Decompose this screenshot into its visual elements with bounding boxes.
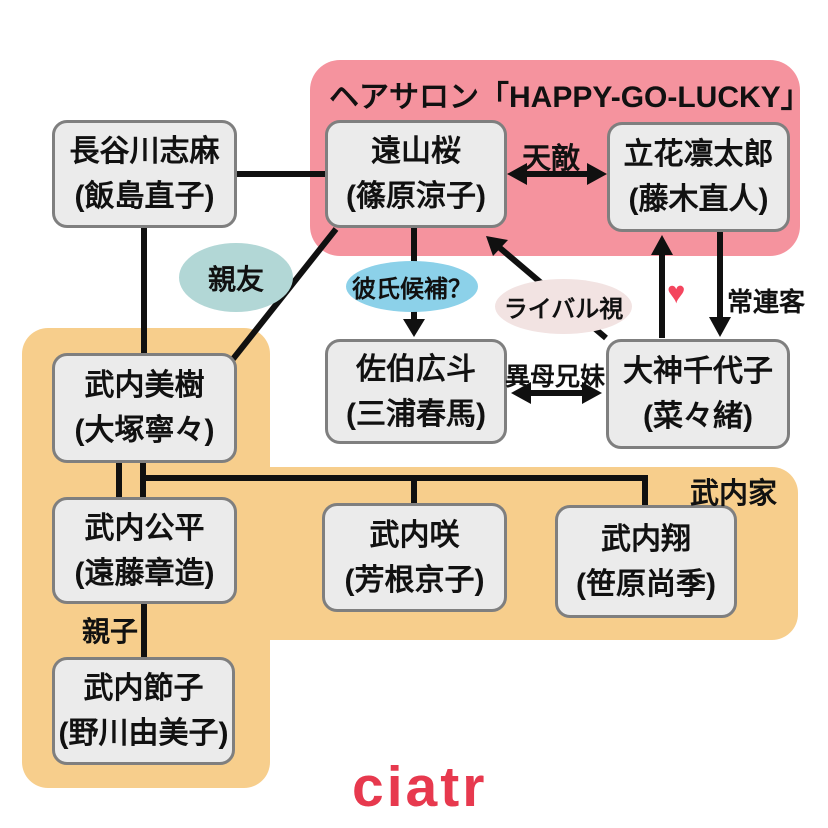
character-name: 大神千代子 (623, 355, 773, 388)
character-name: 長谷川志麻 (69, 135, 220, 168)
relation-ellipse-boyfriend-candidate: 彼氏候補？ (346, 261, 478, 312)
actor-name: (菜々緒) (643, 400, 753, 433)
character-box-miki: 武内美樹 (大塚寧々) (52, 353, 237, 463)
arrow-ibo-head-left (511, 382, 531, 404)
arrow-ogami-toyama-head (486, 236, 508, 256)
character-name: 武内翔 (601, 522, 691, 556)
takeuchi-family-label: 武内家 (690, 478, 778, 510)
character-name: 武内節子 (83, 672, 204, 705)
relation-label-parent-child: 親子 (82, 616, 139, 647)
character-box-saki: 武内咲 (芳根京子) (322, 503, 507, 612)
character-box-saeki: 佐伯広斗 (三浦春馬) (325, 339, 507, 444)
relation-label-bestfriends: 親友 (207, 263, 264, 295)
salon-group-title: ヘアサロン「HAPPY-GO-LUCKY」 (329, 81, 811, 114)
actor-name: (三浦春馬) (346, 397, 486, 431)
arrow-ibo-head-right (582, 382, 602, 404)
actor-name: (野川由美子) (58, 717, 229, 750)
actor-name: (芳根京子) (344, 563, 485, 597)
character-box-hasegawa: 長谷川志麻 (飯島直子) (52, 120, 237, 228)
ciatr-logo: ciatr (352, 755, 488, 819)
character-name: 佐伯広斗 (356, 352, 476, 386)
relation-label-boyfriend-candidate: 彼氏候補？ (352, 276, 472, 303)
actor-name: (篠原涼子) (346, 180, 486, 213)
character-name: 武内公平 (84, 511, 205, 545)
arrow-toyama-saeki-head (403, 319, 425, 337)
heart-icon: ♥ (667, 275, 686, 310)
actor-name: (大塚寧々) (74, 414, 215, 447)
arrow-tachibana-ogami-head (709, 317, 731, 337)
relation-label-rival: ライバル視 (503, 296, 624, 323)
character-box-toyama: 遠山桜 (篠原涼子) (325, 120, 507, 228)
character-box-tachibana: 立花凛太郎 (藤木直人) (607, 122, 790, 232)
arrow-tenteki-head-right (587, 163, 607, 185)
relation-ellipse-rival: ライバル視 (495, 279, 632, 334)
character-box-kohei: 武内公平 (遠藤章造) (52, 497, 237, 604)
character-name: 遠山桜 (371, 135, 461, 168)
arrow-tenteki-head-left (507, 163, 527, 185)
relation-label-regular-customer: 常連客 (727, 287, 806, 317)
relation-label-half-siblings: 異母兄妹 (504, 363, 605, 391)
character-name: 武内美樹 (84, 369, 205, 402)
actor-name: (遠藤章造) (74, 556, 215, 590)
character-box-ogami: 大神千代子 (菜々緒) (606, 339, 790, 449)
relation-ellipse-bestfriends: 親友 (179, 243, 293, 312)
actor-name: (飯島直子) (74, 180, 215, 213)
character-box-sho: 武内翔 (笹原尚季) (555, 505, 737, 618)
actor-name: (藤木直人) (628, 183, 769, 216)
relation-label-tenteki: 天敵 (521, 143, 580, 175)
actor-name: (笹原尚季) (576, 567, 716, 601)
character-name: 武内咲 (369, 518, 460, 552)
character-name: 立花凛太郎 (623, 138, 774, 171)
character-box-setsuko: 武内節子 (野川由美子) (52, 657, 235, 765)
arrow-ogami-tachibana-head (651, 235, 673, 255)
